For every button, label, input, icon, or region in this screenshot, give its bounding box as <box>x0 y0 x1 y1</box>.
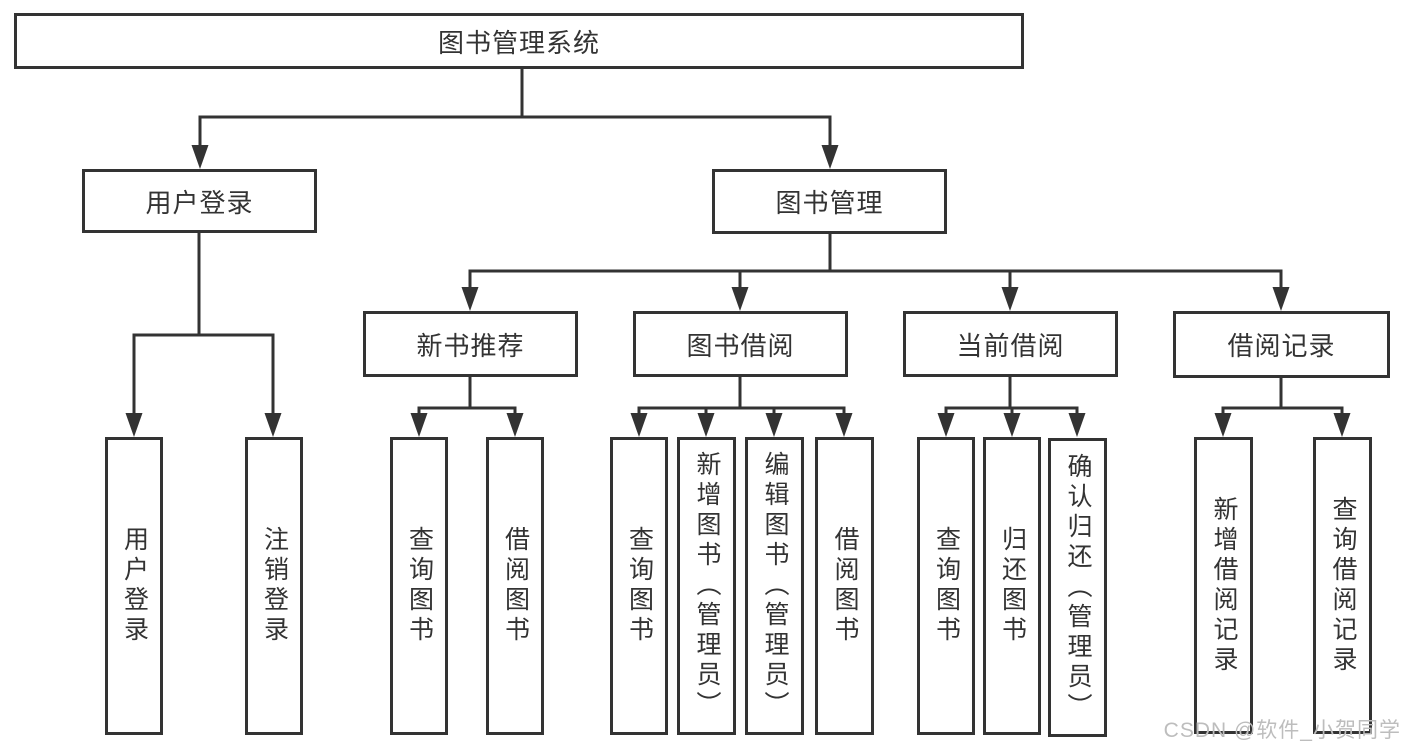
leaf-label: 归还图书 <box>998 526 1027 646</box>
arrowhead-icons <box>125 145 1351 437</box>
node-label: 借阅记录 <box>1227 331 1336 361</box>
leaf-newbook-query-books: 查询图书 <box>390 437 448 735</box>
leaf-borrow-edit-books-admin: 编辑图书（管理员） <box>745 437 804 735</box>
leaf-label: 用户登录 <box>120 526 149 646</box>
leaf-borrow-add-books-admin: 新增图书（管理员） <box>677 437 736 735</box>
node-user-login: 用户登录 <box>82 169 317 233</box>
node-label: 当前借阅 <box>956 330 1065 361</box>
node-label: 用户登录 <box>145 187 254 218</box>
leaf-label: 查询图书 <box>405 526 434 646</box>
leaf-borrow-borrow-books: 借阅图书 <box>815 437 874 735</box>
leaf-label: 新增图书（管理员） <box>693 451 721 721</box>
leaf-label: 编辑图书（管理员） <box>761 451 789 721</box>
csdn-watermark: CSDN @软件_小贺同学 <box>1163 719 1401 742</box>
leaf-current-confirm-return-admin: 确认归还（管理员） <box>1048 438 1107 737</box>
leaf-label: 查询图书 <box>932 526 961 646</box>
node-library-management-system: 图书管理系统 <box>14 13 1024 69</box>
leaf-label: 注销登录 <box>260 526 289 646</box>
leaf-borrow-query-books: 查询图书 <box>610 437 668 735</box>
leaf-label: 查询借阅记录 <box>1329 495 1357 676</box>
leaf-user-login: 用户登录 <box>105 437 163 735</box>
node-borrow-records: 借阅记录 <box>1173 311 1390 378</box>
leaf-label: 借阅图书 <box>831 526 859 646</box>
leaf-label: 借阅图书 <box>501 526 530 646</box>
node-label: 新书推荐 <box>416 330 525 361</box>
leaf-current-return-books: 归还图书 <box>983 437 1041 735</box>
node-current-borrow: 当前借阅 <box>903 311 1118 377</box>
leaf-label: 查询图书 <box>625 526 654 646</box>
leaf-label: 新增借阅记录 <box>1210 495 1238 676</box>
node-new-book-recommend: 新书推荐 <box>363 311 578 377</box>
leaf-records-query-record: 查询借阅记录 <box>1313 437 1372 734</box>
node-book-management: 图书管理 <box>712 169 947 234</box>
leaf-logout-login: 注销登录 <box>245 437 303 735</box>
leaf-records-add-record: 新增借阅记录 <box>1194 437 1253 734</box>
leaf-current-query-books: 查询图书 <box>917 437 975 735</box>
node-book-borrow: 图书借阅 <box>633 311 848 377</box>
node-label: 图书借阅 <box>686 330 795 361</box>
leaf-newbook-borrow-books: 借阅图书 <box>486 437 544 735</box>
node-label: 图书管理 <box>775 188 884 218</box>
leaf-label: 确认归还（管理员） <box>1064 452 1092 723</box>
node-label: 图书管理系统 <box>437 27 600 58</box>
